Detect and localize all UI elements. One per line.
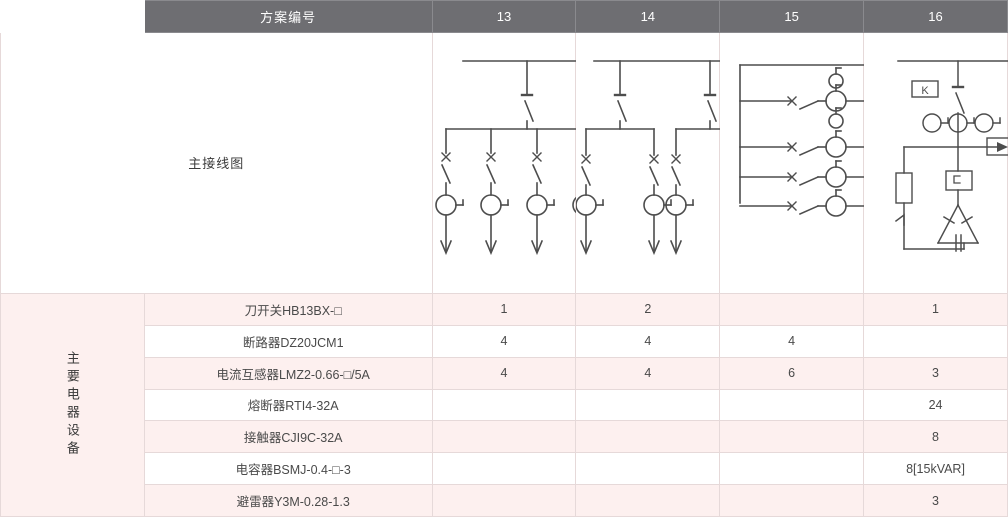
equipment-0-col-16: 1: [863, 293, 1008, 326]
branch-1: [434, 128, 464, 256]
header-title-text: 方案编号: [260, 9, 317, 25]
table-header-row: 方案编号 13 14 15 16: [0, 0, 1008, 33]
equipment-name-0: 刀开关HB13BX-□: [143, 293, 433, 326]
branch-3: [525, 128, 555, 256]
equipment-name-4: 接触器CJI9C-32A: [143, 420, 433, 454]
equipment-6-col-15: [719, 484, 865, 517]
equipment-4-col-14: [575, 420, 721, 454]
k-box-label: K: [921, 85, 929, 97]
equipment-5-col-13: [431, 452, 577, 486]
equipment-row-1: 断路器DZ20JCM1 4 4 4: [1, 324, 1008, 358]
header-col-14: 14: [575, 0, 721, 33]
diagram-scheme-15: [719, 31, 892, 295]
equipment-6-col-16: 3: [863, 484, 1008, 517]
equipment-4-col-16: 8: [863, 420, 1008, 454]
equipment-row-3: 熔断器RTI4-32A 24: [1, 388, 1008, 422]
diagram-scheme-13: [431, 31, 601, 295]
equipment-6-col-13: [431, 484, 577, 517]
equipment-1-col-13: 4: [431, 324, 577, 358]
equipment-3-col-16: 24: [863, 388, 1008, 422]
equipment-5-col-16: 8[15kVAR]: [863, 452, 1008, 486]
header-col-15: 15: [719, 0, 865, 33]
equipment-name-3: 熔断器RTI4-32A: [143, 388, 433, 422]
branch-3: [665, 128, 695, 256]
diagram-scheme-14: [575, 31, 762, 295]
ct-mid: [948, 113, 975, 133]
equipment-2-col-16: 3: [863, 356, 1008, 390]
ct-left: [922, 113, 949, 133]
equipment-6-col-14: [575, 484, 721, 517]
equipment-3-col-15: [719, 388, 865, 422]
header-scheme-title: 方案编号: [143, 0, 433, 33]
equipment-0-col-13: 1: [431, 293, 577, 326]
header-corner-blank: [0, 0, 145, 33]
equipment-name-1: 断路器DZ20JCM1: [143, 324, 433, 358]
equipment-name-6: 避雷器Y3M-0.28-1.3: [143, 484, 433, 517]
equipment-1-col-15: 4: [719, 324, 865, 358]
equipment-1-col-14: 4: [575, 324, 721, 358]
equipment-3-col-14: [575, 388, 721, 422]
equipment-row-4: 接触器CJI9C-32A 8: [1, 420, 1008, 454]
equipment-row-2: 电流互感器LMZ2-0.66-□/5A 4 4 6 3: [1, 356, 1008, 390]
equipment-name-5: 电容器BSMJ-0.4-□-3: [143, 452, 433, 486]
capacitor-delta: [937, 203, 980, 252]
group-label-text: 主要电器设备: [64, 351, 80, 459]
equipment-2-col-15: 6: [719, 356, 865, 390]
branch-2: [479, 128, 509, 256]
group-label-cell: 主要电器设备: [0, 293, 145, 517]
equipment-5-col-15: [719, 452, 865, 486]
equipment-2-col-13: 4: [431, 356, 577, 390]
circuit-diagram-16-svg: K: [895, 60, 1008, 252]
equipment-3-col-13: [431, 388, 577, 422]
branch-2: [643, 128, 673, 256]
equipment-row-6: 避雷器Y3M-0.28-1.3 3: [1, 484, 1008, 517]
equipment-row-0: 主要电器设备 刀开关HB13BX-□ 1 2 1: [0, 293, 1008, 517]
feeder-2: [739, 130, 891, 158]
ct-right: [974, 113, 1001, 133]
equipment-2-col-14: 4: [575, 356, 721, 390]
diagram-scheme-16: K: [863, 31, 1008, 295]
equipment-1-col-16: [863, 324, 1008, 358]
equipment-0-col-14: 2: [575, 293, 721, 326]
equipment-name-2: 电流互感器LMZ2-0.66-□/5A: [143, 356, 433, 390]
equipment-0-col-15: [719, 293, 865, 326]
equipment-5-col-14: [575, 452, 721, 486]
equipment-row-5: 电容器BSMJ-0.4-□-3 8[15kVAR]: [1, 452, 1008, 486]
equipment-4-col-13: [431, 420, 577, 454]
equipment-4-col-15: [719, 420, 865, 454]
main-wiring-diagram-row: 主接线图: [0, 31, 1008, 295]
header-col-13: 13: [431, 0, 577, 33]
header-col-16: 16: [863, 0, 1008, 33]
main-wiring-label: 主接线图: [0, 31, 433, 295]
branch-1: [576, 128, 605, 256]
